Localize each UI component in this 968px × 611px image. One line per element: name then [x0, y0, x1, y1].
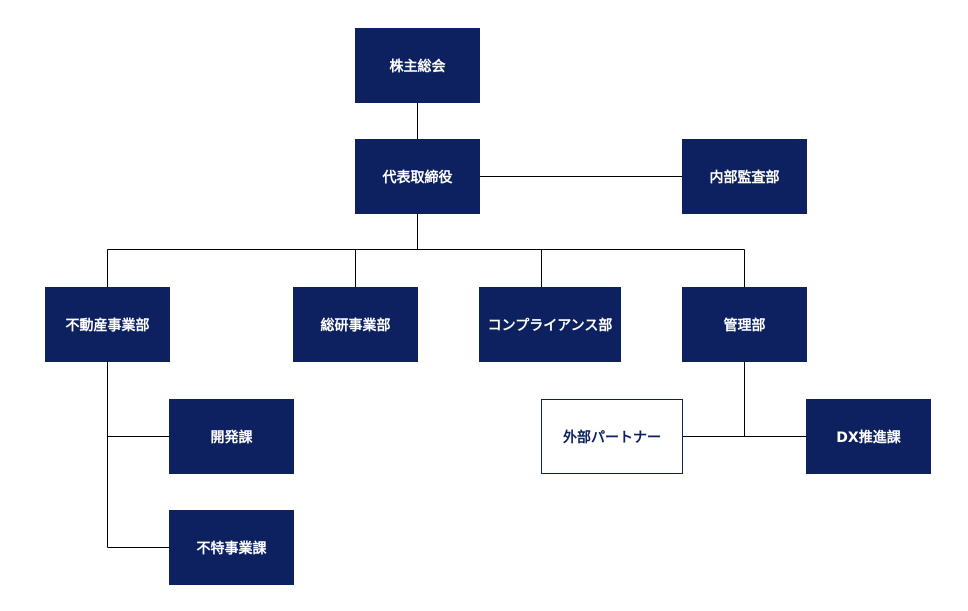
node-real-estate-division: 不動産事業部	[45, 287, 170, 362]
node-souken-division: 総研事業部	[293, 287, 418, 362]
node-label: 株主総会	[389, 58, 446, 75]
node-label: DX推進課	[836, 429, 901, 446]
node-special-business-section: 不特事業課	[169, 510, 294, 585]
node-dx-promotion-section: DX推進課	[806, 399, 931, 474]
node-compliance-division: コンプライアンス部	[479, 287, 621, 362]
node-label: 代表取締役	[382, 169, 453, 186]
node-representative-director: 代表取締役	[355, 139, 480, 214]
node-label: 総研事業部	[320, 317, 391, 334]
node-management-division: 管理部	[682, 287, 807, 362]
node-label: 管理部	[723, 317, 766, 334]
node-label: コンプライアンス部	[487, 317, 613, 334]
node-internal-audit: 内部監査部	[682, 139, 807, 214]
node-shareholders-meeting: 株主総会	[355, 28, 480, 103]
node-external-partner: 外部パートナー	[541, 399, 683, 474]
node-label: 不特事業課	[196, 540, 267, 557]
node-label: 外部パートナー	[563, 429, 661, 446]
node-label: 開発課	[210, 429, 253, 446]
node-label: 不動産事業部	[65, 317, 150, 334]
node-development-section: 開発課	[169, 399, 294, 474]
node-label: 内部監査部	[709, 169, 780, 186]
